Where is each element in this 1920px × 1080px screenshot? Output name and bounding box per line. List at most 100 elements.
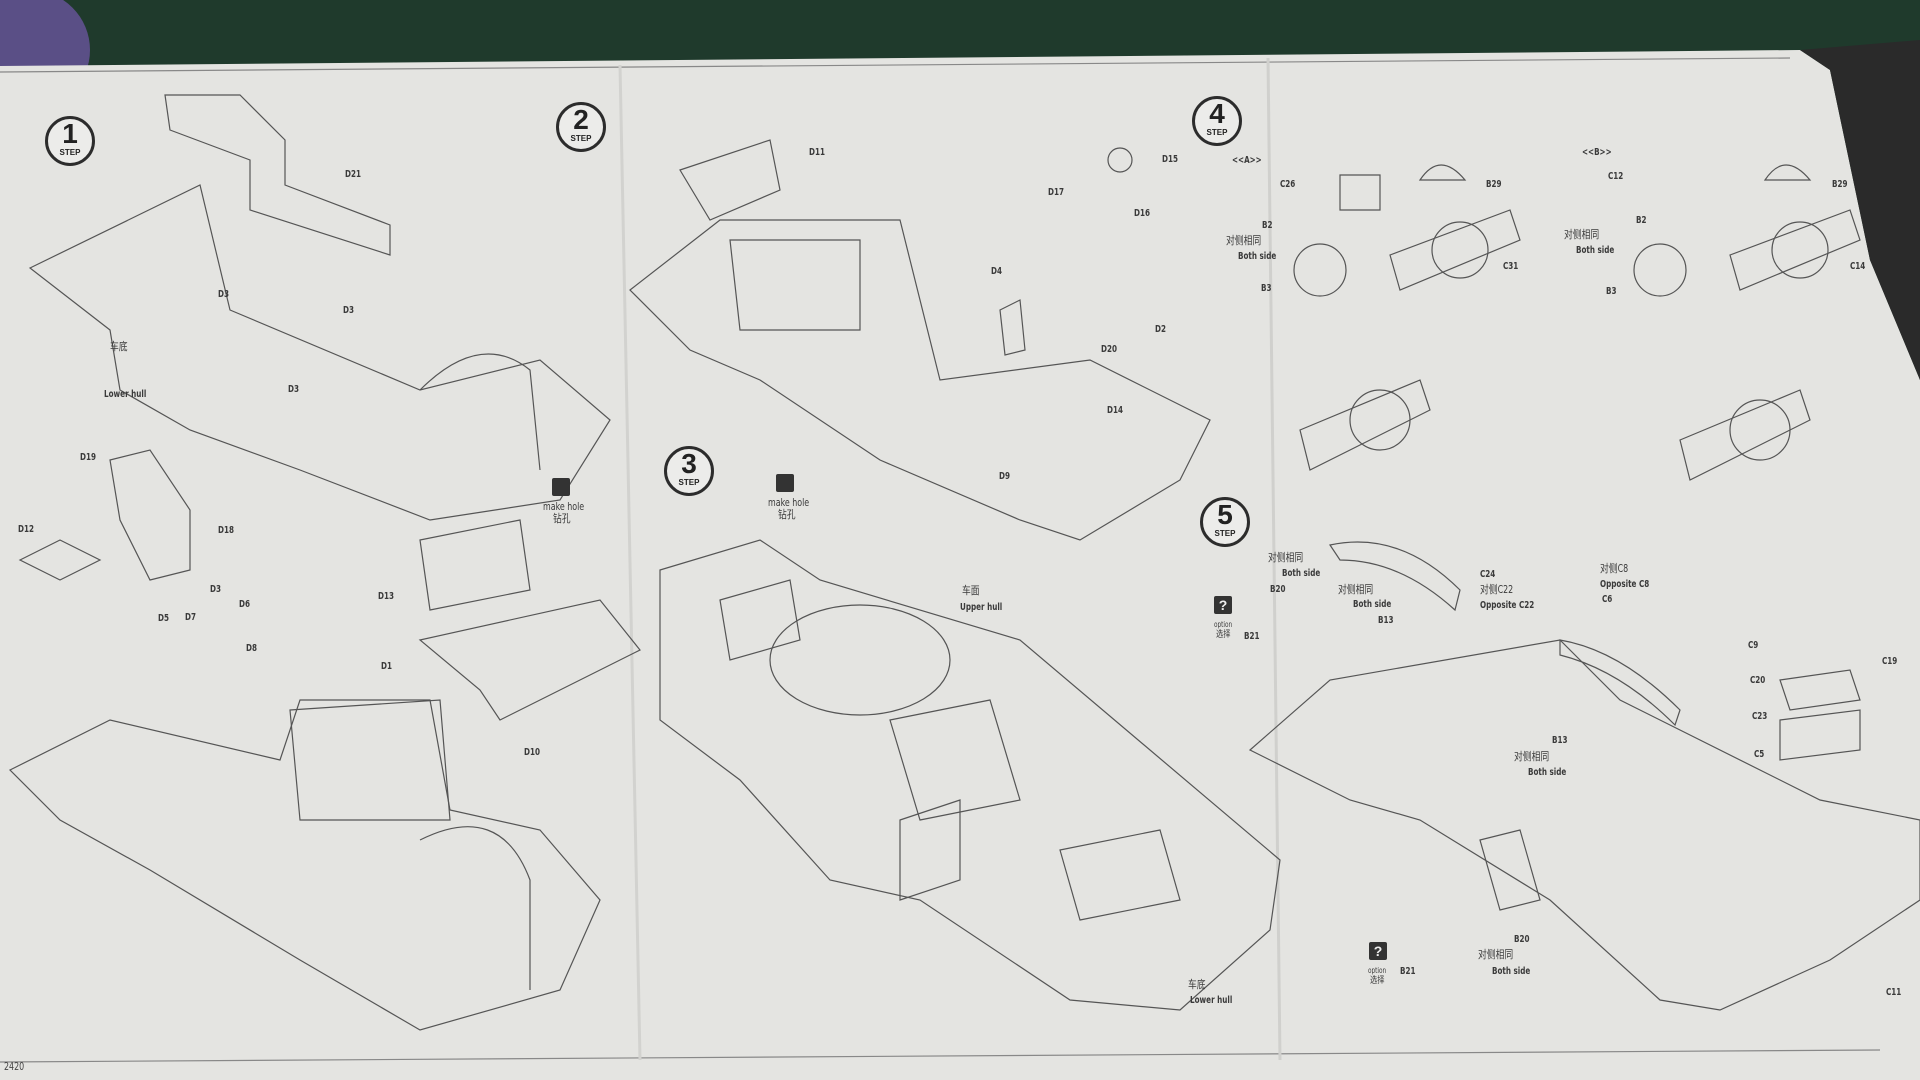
option-label: option (1368, 966, 1387, 975)
step-number: 5 (1217, 499, 1233, 530)
part-label: D9 (999, 471, 1010, 482)
upper-hull-label: Upper hull (960, 602, 1003, 613)
sheet-code: 2420 (4, 1060, 25, 1073)
part-label: C11 (1886, 987, 1902, 998)
part-label: B13 (1378, 615, 1394, 626)
part-label: C23 (1752, 711, 1768, 722)
opposite-c8-label: Opposite C8 (1600, 579, 1650, 590)
lower-hull-label-cn: 车底 (110, 340, 128, 353)
opposite-c8-label-cn: 对侧C8 (1600, 562, 1629, 575)
part-label: D12 (18, 524, 34, 535)
part-label: C24 (1480, 569, 1496, 580)
part-label: D6 (239, 599, 250, 610)
part-label: B29 (1832, 179, 1848, 190)
part-label: D4 (991, 266, 1002, 277)
make-hole-label: make hole (768, 496, 810, 509)
both-side-label: Both side (1282, 568, 1321, 579)
step-label: STEP (1214, 529, 1236, 538)
part-label: C9 (1748, 640, 1759, 651)
part-label: D21 (345, 169, 361, 180)
paper-sheet (0, 50, 1920, 1080)
option-label-cn: 选择 (1216, 630, 1231, 640)
make-hole-icon (552, 478, 570, 496)
part-label: B3 (1606, 286, 1617, 297)
part-label: B20 (1514, 934, 1530, 945)
part-label: B2 (1636, 215, 1647, 226)
part-label: D19 (80, 452, 96, 463)
step-number: 3 (681, 448, 697, 479)
option-label-cn: 选择 (1370, 976, 1385, 986)
part-label: D2 (1155, 324, 1166, 335)
both-side-label: Both side (1353, 599, 1392, 610)
both-side-label-cn: 对侧相同 (1268, 551, 1304, 564)
part-label: D7 (185, 612, 196, 623)
both-side-label-cn: 对侧相同 (1478, 948, 1514, 961)
upper-hull-label-cn: 车面 (962, 584, 980, 597)
part-label: B21 (1400, 966, 1416, 977)
option-icon: ? (1214, 596, 1232, 614)
part-label: D16 (1134, 208, 1150, 219)
part-label: D14 (1107, 405, 1123, 416)
both-side-label: Both side (1238, 251, 1277, 262)
both-side-label: Both side (1492, 966, 1531, 977)
part-label: D3 (218, 289, 229, 300)
both-side-label-cn: 对侧相同 (1338, 583, 1374, 596)
part-label: D5 (158, 613, 169, 624)
step-number: 2 (573, 104, 589, 135)
subassembly-b-title: <<B>> (1582, 147, 1612, 158)
part-label: D3 (210, 584, 221, 595)
opposite-c22-label: Opposite C22 (1480, 600, 1535, 611)
step-label: STEP (1206, 128, 1228, 137)
opposite-c22-label-cn: 对侧C22 (1480, 583, 1514, 596)
make-hole-icon (776, 474, 794, 492)
part-label: D18 (218, 525, 234, 536)
make-hole-label-cn: 钻孔 (778, 508, 796, 521)
part-label: D1 (381, 661, 392, 672)
subassembly-a-title: <<A>> (1232, 155, 1262, 166)
part-label: B20 (1270, 584, 1286, 595)
step-number: 1 (62, 118, 78, 149)
part-label: C26 (1280, 179, 1296, 190)
lower-hull-label-cn: 车底 (1188, 978, 1206, 991)
both-side-label-cn: 对侧相同 (1564, 228, 1600, 241)
part-drawings (8, 94, 1920, 1031)
step-label: STEP (570, 134, 592, 143)
part-label: D20 (1101, 344, 1117, 355)
part-label: D8 (246, 643, 257, 654)
part-label: B21 (1244, 631, 1260, 642)
part-label: C12 (1608, 171, 1624, 182)
part-label: D10 (524, 747, 540, 758)
part-label: D17 (1048, 187, 1064, 198)
step-label: STEP (678, 478, 700, 487)
lower-hull-label: Lower hull (104, 389, 147, 400)
both-side-label-cn: 对侧相同 (1226, 234, 1262, 247)
part-label: C5 (1754, 749, 1765, 760)
both-side-label-cn: 对侧相同 (1514, 750, 1550, 763)
part-label: C14 (1850, 261, 1866, 272)
part-label: C31 (1503, 261, 1519, 272)
step-number: 4 (1209, 98, 1225, 129)
both-side-label: Both side (1576, 245, 1615, 256)
make-hole-label: make hole (543, 500, 585, 513)
option-label: option (1214, 620, 1233, 629)
part-label: C20 (1750, 675, 1766, 686)
part-label: B2 (1262, 220, 1273, 231)
make-hole-label-cn: 钻孔 (553, 512, 571, 525)
part-label: C19 (1882, 656, 1898, 667)
step-label: STEP (59, 148, 81, 157)
part-label: D11 (809, 147, 825, 158)
part-label: B29 (1486, 179, 1502, 190)
part-label: B13 (1552, 735, 1568, 746)
part-label: D3 (343, 305, 354, 316)
part-label: B3 (1261, 283, 1272, 294)
lower-hull-label: Lower hull (1190, 995, 1233, 1006)
part-label: C6 (1602, 594, 1613, 605)
part-label: D15 (1162, 154, 1178, 165)
both-side-label: Both side (1528, 767, 1567, 778)
